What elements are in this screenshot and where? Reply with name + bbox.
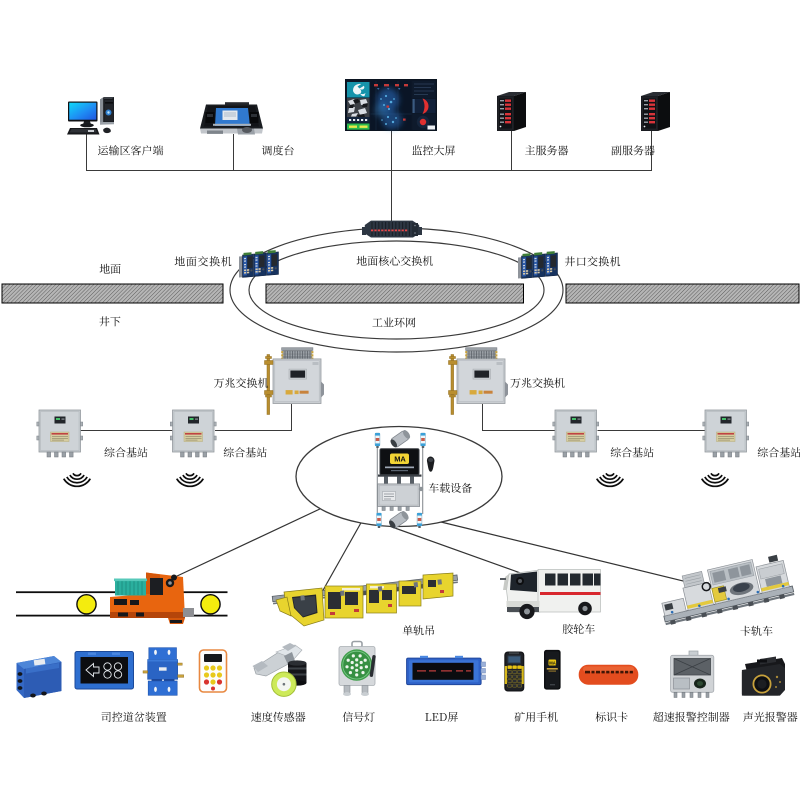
svg-text:工业环网: 工业环网 (372, 314, 416, 330)
svg-text:车载设备: 车载设备 (428, 480, 472, 496)
svg-text:主服务器: 主服务器 (525, 143, 569, 159)
svg-text:卡轨车: 卡轨车 (740, 623, 773, 639)
svg-text:LED屏: LED屏 (425, 709, 459, 725)
svg-text:综合基站: 综合基站 (223, 444, 267, 460)
svg-text:井下: 井下 (99, 313, 121, 329)
svg-text:MA: MA (394, 454, 406, 463)
svg-text:井口交换机: 井口交换机 (564, 253, 621, 269)
svg-text:速度传感器: 速度传感器 (251, 709, 306, 725)
svg-text:声光报警器: 声光报警器 (743, 709, 798, 725)
svg-text:副服务器: 副服务器 (611, 143, 655, 159)
svg-text:监控大屏: 监控大屏 (412, 143, 456, 159)
svg-text:综合基站: 综合基站 (610, 444, 654, 460)
svg-text:运输区客户端: 运输区客户端 (98, 143, 164, 159)
svg-text:矿用手机: 矿用手机 (514, 709, 558, 725)
svg-text:地面: 地面 (99, 261, 121, 277)
svg-text:司控道岔装置: 司控道岔装置 (101, 709, 167, 725)
svg-text:单轨吊: 单轨吊 (402, 622, 435, 638)
svg-text:MA: MA (549, 660, 556, 665)
svg-text:万兆交换机: 万兆交换机 (214, 375, 269, 391)
svg-text:信号灯: 信号灯 (342, 709, 375, 725)
svg-text:标识卡: 标识卡 (595, 709, 628, 725)
svg-text:调度台: 调度台 (262, 143, 295, 159)
svg-text:万兆交换机: 万兆交换机 (510, 375, 565, 391)
svg-text:综合基站: 综合基站 (104, 444, 148, 460)
svg-text:地面核心交换机: 地面核心交换机 (356, 253, 433, 269)
svg-text:综合基站: 综合基站 (757, 444, 800, 460)
svg-text:胶轮车: 胶轮车 (562, 621, 595, 637)
svg-text:超速报警控制器: 超速报警控制器 (653, 709, 730, 725)
svg-text:地面交换机: 地面交换机 (174, 253, 232, 269)
